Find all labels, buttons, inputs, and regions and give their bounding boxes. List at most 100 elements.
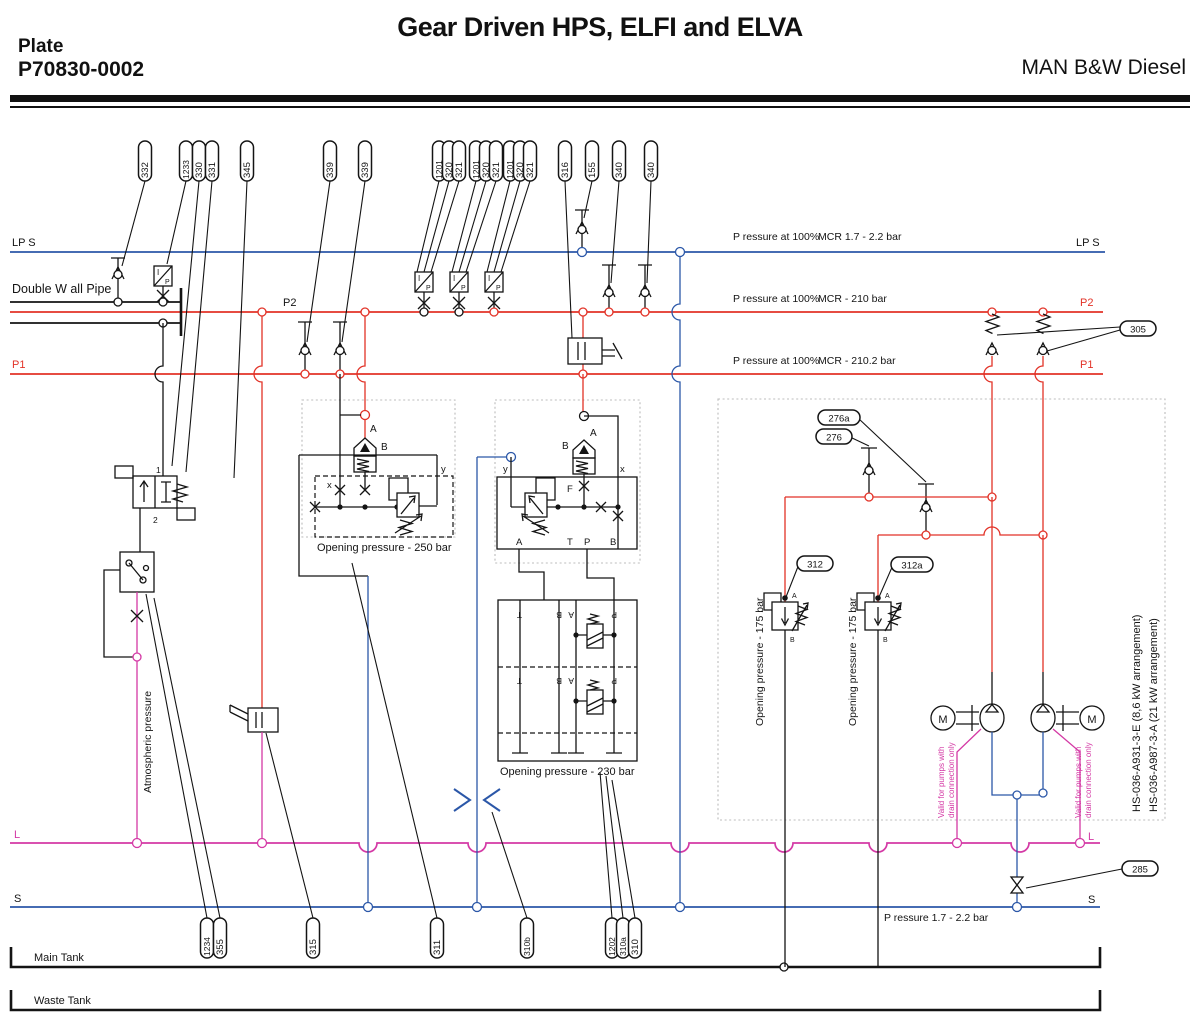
svg-text:340: 340 bbox=[614, 162, 625, 178]
p2-check-valves bbox=[602, 264, 652, 317]
svg-text:311: 311 bbox=[432, 940, 443, 955]
s-pressure-note: P ressure 1.7 - 2.2 bar bbox=[884, 912, 989, 924]
p1-check-valves bbox=[298, 321, 347, 379]
valid-pumps-note: Valid for pumps with bbox=[1074, 747, 1083, 818]
bus-label-lps-right: LP S bbox=[1076, 237, 1100, 249]
port-a-label: A bbox=[590, 428, 597, 439]
port-f-label: F bbox=[567, 484, 573, 495]
bus-label-p1-left: P1 bbox=[12, 359, 25, 371]
waste-tank-line: Waste Tank bbox=[9, 990, 1102, 1012]
valve-block-250bar: A B x y Opening pressure - 250 bar bbox=[298, 307, 456, 913]
brand-name: MAN B&W Diesel bbox=[1021, 56, 1186, 79]
svg-text:321: 321 bbox=[491, 162, 502, 178]
p1-mcr-note: MCR - 210.2 bar bbox=[818, 355, 896, 367]
svg-text:1202: 1202 bbox=[607, 937, 617, 956]
svg-text:A: A bbox=[885, 593, 890, 600]
right-tags: 305 276a 276 312 312a 285 bbox=[785, 320, 1159, 889]
lps-return-line bbox=[671, 246, 686, 913]
p2-transmitters bbox=[414, 271, 504, 317]
bus-s: S S P ressure 1.7 - 2.2 bar bbox=[10, 893, 1100, 924]
valve-315-branch bbox=[229, 307, 279, 849]
pump-suction-line bbox=[991, 732, 1048, 913]
svg-text:A: A bbox=[792, 593, 797, 600]
bus-label-s-right: S bbox=[1088, 894, 1095, 906]
svg-text:B: B bbox=[790, 637, 795, 644]
coupling-branch bbox=[453, 457, 501, 913]
double-wall-pipe-label: Double W all Pipe bbox=[12, 282, 111, 296]
opening-pressure-175: Opening pressure - 175 bar bbox=[847, 597, 859, 726]
lps-mcr-note: MCR 1.7 - 2.2 bar bbox=[818, 231, 902, 243]
valve-block-2: A B y x F A T P bbox=[477, 374, 641, 600]
bus-p1: P1 P1 P ressure at 100% MCR - 210.2 bar bbox=[10, 355, 1103, 375]
svg-text:355: 355 bbox=[215, 939, 226, 955]
atmospheric-drain: Atmospheric pressure bbox=[130, 592, 154, 849]
pump-motor-unit-left: M Valid for pumps with drain connection … bbox=[930, 497, 1005, 849]
svg-text:310b: 310b bbox=[522, 937, 532, 956]
relief-valve-312: A B Opening pressure - 175 bar bbox=[754, 592, 809, 967]
boost-check-valves bbox=[784, 447, 1048, 602]
valve-pos-2: 2 bbox=[153, 515, 158, 525]
svg-text:A: A bbox=[568, 610, 574, 620]
bus-label-lps-left: LP S bbox=[12, 237, 36, 249]
port-b-label: B bbox=[562, 441, 569, 452]
pilot-y-label: y bbox=[441, 464, 446, 475]
p1-pressure-note: P ressure at 100% bbox=[733, 355, 819, 367]
bottom-tags: 1234 355 315 311 310b 1202 310a 310 bbox=[145, 562, 643, 959]
p2-p1-spring-checks bbox=[983, 307, 1051, 535]
double-wall-pipe: Double W all Pipe bbox=[10, 257, 183, 476]
motor-label: M bbox=[1087, 714, 1096, 726]
bus-label-l-right: L bbox=[1088, 831, 1094, 843]
svg-text:drain connection only: drain connection only bbox=[1084, 742, 1093, 818]
svg-text:340: 340 bbox=[646, 162, 657, 178]
opening-pressure-175: Opening pressure - 175 bar bbox=[754, 597, 766, 726]
p2-mcr-note: MCR - 210 bar bbox=[818, 293, 887, 305]
port-p-label: P bbox=[584, 537, 590, 548]
svg-text:339: 339 bbox=[325, 162, 336, 178]
waste-tank-label: Waste Tank bbox=[34, 995, 91, 1007]
svg-text:276a: 276a bbox=[828, 414, 850, 425]
svg-text:312a: 312a bbox=[901, 561, 923, 572]
bus-label-p2-mid: P2 bbox=[283, 297, 296, 309]
pump-motor-unit-right: M Valid for pumps with drain connection … bbox=[1030, 535, 1105, 849]
svg-text:155: 155 bbox=[587, 162, 598, 178]
port-t-label: T bbox=[567, 537, 573, 548]
lps-pressure-note: P ressure at 100% bbox=[733, 231, 819, 243]
svg-text:276: 276 bbox=[826, 433, 842, 444]
bus-label-p2-right: P2 bbox=[1080, 297, 1093, 309]
bus-label-l-left: L bbox=[14, 829, 20, 841]
svg-text:1201: 1201 bbox=[471, 160, 481, 179]
svg-text:1201: 1201 bbox=[434, 160, 444, 179]
port-a-label: A bbox=[370, 424, 377, 435]
lps-check-valve bbox=[575, 209, 589, 258]
pilot-x-label: x bbox=[620, 464, 625, 475]
bus-p2: P2 P2 P ressure at 100% MCR - 210 bar bbox=[10, 293, 1103, 313]
svg-text:305: 305 bbox=[1130, 325, 1146, 336]
svg-text:1201: 1201 bbox=[505, 160, 515, 179]
atmospheric-pressure-label: Atmospheric pressure bbox=[142, 691, 154, 793]
svg-text:332: 332 bbox=[140, 162, 151, 178]
motor-label: M bbox=[938, 714, 947, 726]
svg-text:321: 321 bbox=[454, 162, 465, 178]
main-tank-junction bbox=[779, 962, 789, 972]
hs-code-2: HS-036-A987-3-A (21 kW arrangement) bbox=[1148, 618, 1160, 812]
valve-pos-1: 1 bbox=[156, 465, 161, 475]
svg-text:320: 320 bbox=[444, 162, 455, 178]
port-b-label: B bbox=[610, 537, 616, 548]
svg-text:285: 285 bbox=[1132, 865, 1148, 876]
port-b-label: B bbox=[381, 442, 388, 453]
opening-pressure-250: Opening pressure - 250 bar bbox=[317, 542, 452, 554]
svg-text:drain connection only: drain connection only bbox=[947, 742, 956, 818]
svg-text:315: 315 bbox=[308, 939, 319, 955]
main-tank-line: Main Tank bbox=[9, 947, 1102, 972]
pilot-valve-assembly: 1 2 bbox=[114, 465, 196, 552]
pressure-switch bbox=[103, 551, 155, 658]
svg-text:330: 330 bbox=[194, 162, 205, 178]
svg-text:312: 312 bbox=[807, 560, 823, 571]
svg-text:339: 339 bbox=[360, 162, 371, 178]
svg-text:316: 316 bbox=[560, 162, 571, 178]
svg-text:331: 331 bbox=[207, 162, 218, 178]
valve-block-230bar: T B A P T B A P Opening pressure - 230 b… bbox=[497, 599, 638, 778]
p2-pressure-note: P ressure at 100% bbox=[733, 293, 819, 305]
